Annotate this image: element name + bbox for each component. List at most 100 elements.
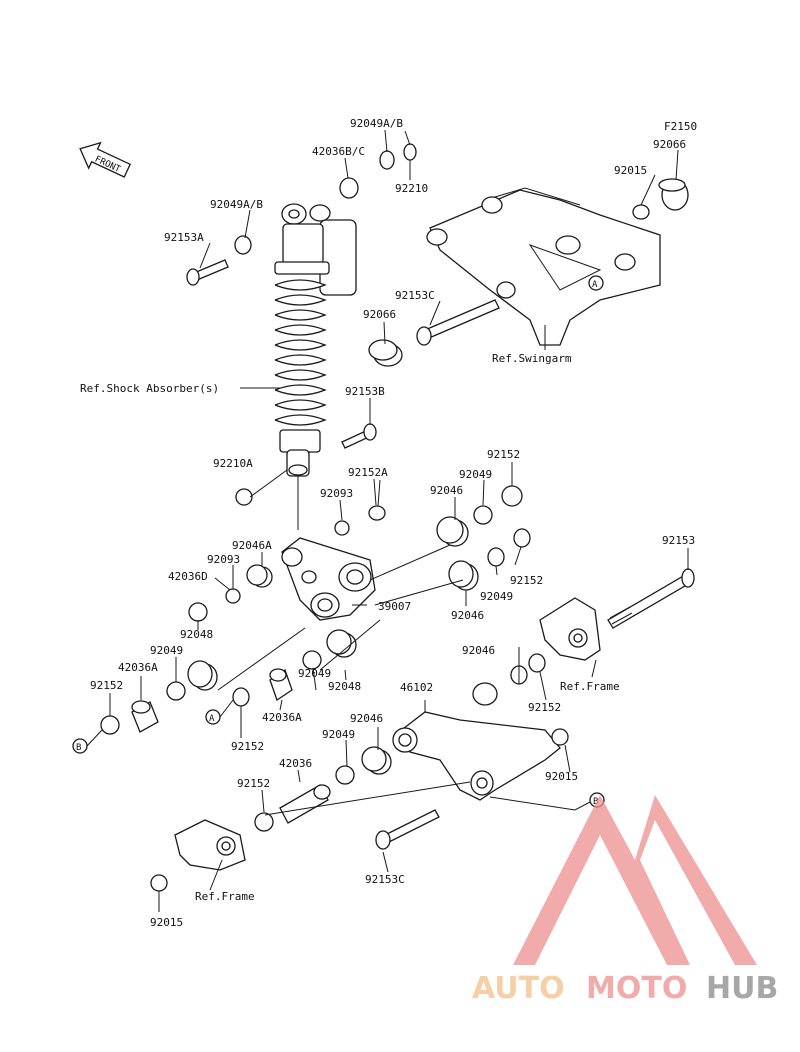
label-92049-center: 92049 bbox=[298, 667, 331, 680]
svg-text:A: A bbox=[592, 280, 598, 290]
frame-ref-left bbox=[174, 819, 246, 871]
label-92152-lower: 92152 bbox=[237, 777, 270, 790]
washer-92049ab-left bbox=[234, 235, 252, 255]
logo-text-moto: MOTO bbox=[586, 971, 687, 1006]
collar-42036d bbox=[188, 602, 208, 622]
seal-92049-lower bbox=[335, 765, 355, 785]
label-42036a-left: 42036A bbox=[118, 661, 158, 674]
diagram-code: F2150 bbox=[664, 120, 697, 133]
label-42036bc: 42036B/C bbox=[312, 145, 365, 158]
label-39007: 39007 bbox=[378, 600, 411, 613]
label-ref-frame-right: Ref.Frame bbox=[560, 680, 620, 693]
tie-rod-46102 bbox=[392, 682, 561, 801]
label-92049ab-top: 92049A/B bbox=[350, 117, 403, 130]
label-92015-lower: 92015 bbox=[150, 916, 183, 929]
label-92049-left: 92049 bbox=[150, 644, 183, 657]
logo-text-auto: AUTO bbox=[472, 971, 565, 1006]
collar-92152-mid-right bbox=[513, 528, 531, 548]
seal-92093-right bbox=[334, 520, 350, 536]
label-92210: 92210 bbox=[395, 182, 428, 195]
collar-92152-left bbox=[100, 715, 120, 735]
collar-92152-a bbox=[232, 687, 250, 707]
rocker-arm-39007 bbox=[281, 537, 376, 621]
label-92153b: 92153B bbox=[345, 385, 385, 398]
label-92066-left: 92066 bbox=[363, 308, 396, 321]
label-92049-top: 92049 bbox=[459, 468, 492, 481]
swingarm-ref-outline bbox=[426, 187, 661, 346]
svg-text:B: B bbox=[593, 797, 598, 807]
nut-92015-right bbox=[551, 728, 569, 746]
label-92153a: 92153A bbox=[164, 231, 204, 244]
bolt-92153c-top bbox=[416, 299, 500, 346]
label-92153c-top: 92153C bbox=[395, 289, 435, 302]
label-92046-mid: 92046 bbox=[451, 609, 484, 622]
collar-92048-center bbox=[269, 668, 293, 702]
collar-42036bc bbox=[339, 177, 359, 199]
label-92046-right: 92046 bbox=[462, 644, 495, 657]
collar-92152-lower bbox=[254, 812, 274, 832]
nut-92210a bbox=[235, 488, 253, 506]
label-92066-top: 92066 bbox=[653, 138, 686, 151]
bolt-92153c-lower bbox=[375, 809, 440, 850]
label-ref-swingarm: Ref.Swingarm bbox=[492, 352, 572, 365]
collar-42036a-left bbox=[131, 700, 159, 733]
label-92048-center: 92048 bbox=[328, 680, 361, 693]
bolt-92153a bbox=[186, 259, 229, 286]
label-42036: 42036 bbox=[279, 757, 312, 770]
collar-92066-left bbox=[368, 339, 403, 367]
frame-ref-right bbox=[539, 597, 601, 661]
svg-text:A: A bbox=[209, 714, 215, 724]
label-92152a: 92152A bbox=[348, 466, 388, 479]
label-92046a: 92046A bbox=[232, 539, 272, 552]
svg-text:B: B bbox=[76, 743, 81, 753]
label-92015-right: 92015 bbox=[545, 770, 578, 783]
seal-92049-mid-right bbox=[487, 547, 505, 567]
seal-92049-upper-right bbox=[473, 505, 493, 525]
automotohub-logo: AUTO MOTO HUB bbox=[472, 795, 778, 1006]
callout-a-lower: A bbox=[205, 709, 221, 725]
label-92153c-lower: 92153C bbox=[365, 873, 405, 886]
label-92152-top: 92152 bbox=[487, 448, 520, 461]
collar-92152-upper-right bbox=[501, 485, 523, 507]
label-92046-top: 92046 bbox=[430, 484, 463, 497]
callout-a-swingarm: A bbox=[588, 275, 604, 291]
label-92210a: 92210A bbox=[213, 457, 253, 470]
label-ref-frame-left: Ref.Frame bbox=[195, 890, 255, 903]
bearing-92046-upper-right bbox=[436, 516, 469, 547]
leader-lines bbox=[86, 129, 689, 912]
logo-text-hub: HUB bbox=[706, 971, 778, 1006]
collar-92152a bbox=[368, 505, 386, 521]
label-ref-shock: Ref.Shock Absorber(s) bbox=[80, 382, 219, 395]
label-46102: 46102 bbox=[400, 681, 433, 694]
washer-92049ab-top bbox=[379, 150, 395, 170]
label-92152-mid: 92152 bbox=[510, 574, 543, 587]
label-92049-mid: 92049 bbox=[480, 590, 513, 603]
callout-b-left: B bbox=[72, 738, 88, 754]
nut-92015-lower bbox=[150, 874, 168, 892]
bolt-92153b bbox=[341, 423, 377, 449]
bearing-92046-mid-right bbox=[448, 560, 479, 591]
front-arrow-icon: FRONT bbox=[79, 141, 132, 178]
label-92152-left: 92152 bbox=[90, 679, 123, 692]
label-92152-right: 92152 bbox=[528, 701, 561, 714]
bearing-92046-lower bbox=[361, 746, 392, 775]
collar-92066-top bbox=[658, 178, 689, 211]
label-92048-left: 92048 bbox=[180, 628, 213, 641]
nut-92015-top bbox=[632, 204, 650, 220]
collar-swingarm bbox=[496, 281, 516, 299]
seal-92093-left bbox=[225, 588, 241, 604]
label-92153: 92153 bbox=[662, 534, 695, 547]
seal-92049-left bbox=[166, 681, 186, 701]
label-92152-a: 92152 bbox=[231, 740, 264, 753]
label-42036d: 42036D bbox=[168, 570, 208, 583]
collar-42036 bbox=[279, 784, 331, 824]
bearing-92046a bbox=[246, 564, 273, 588]
bolt-92153-long bbox=[607, 568, 695, 629]
label-92015-top: 92015 bbox=[614, 164, 647, 177]
part-labels: 92049A/B 42036B/C 92210 92049A/B 92153A … bbox=[80, 117, 695, 929]
seal-92049-center bbox=[302, 650, 322, 670]
label-92049-lower: 92049 bbox=[322, 728, 355, 741]
nut-92210 bbox=[403, 143, 417, 161]
